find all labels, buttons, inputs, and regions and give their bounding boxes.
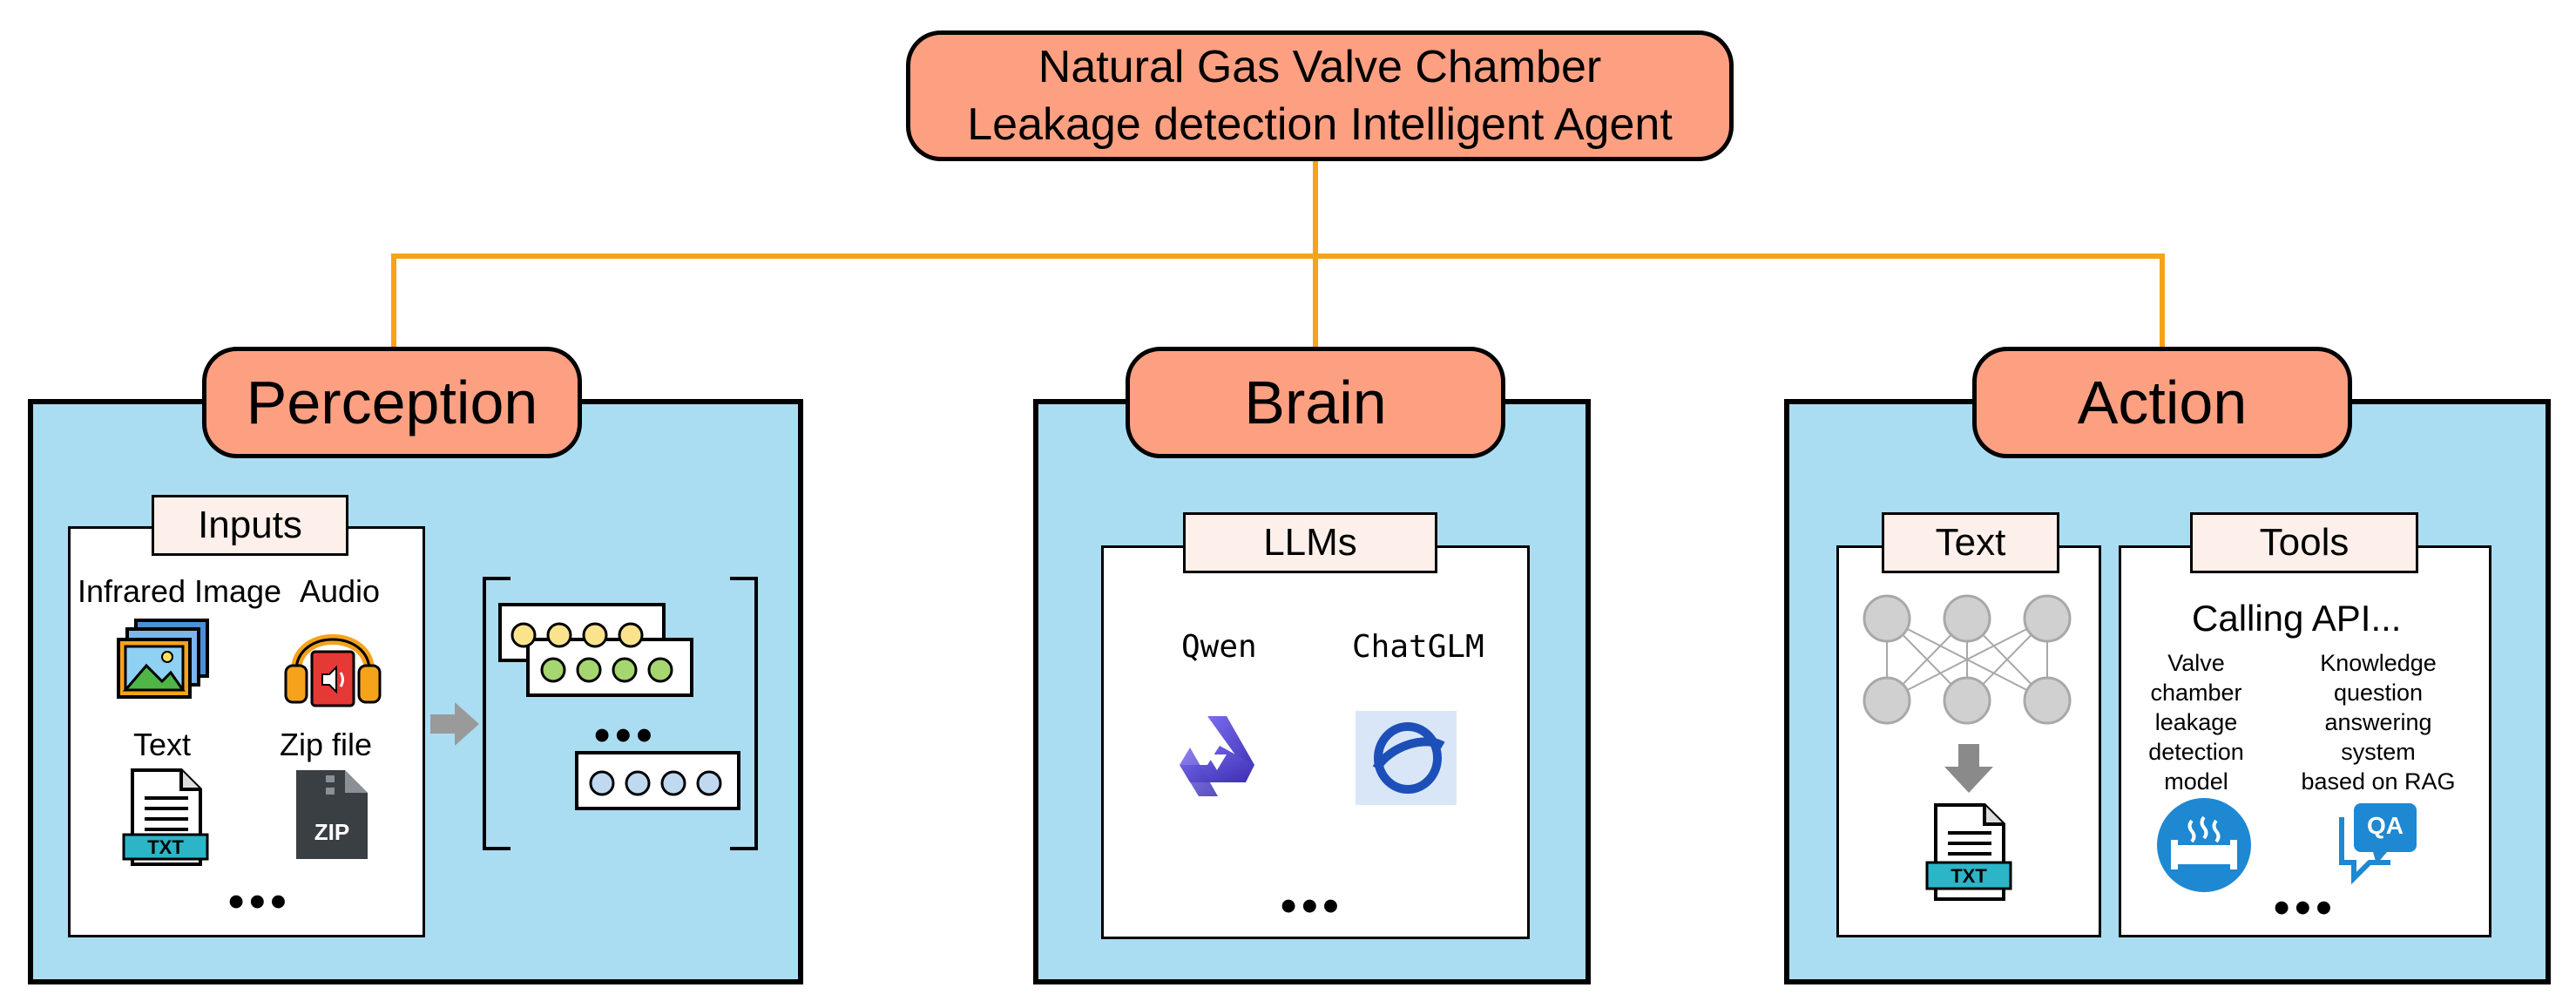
down-arrow-icon: [1944, 744, 1993, 797]
txt-output-badge-text: TXT: [1951, 865, 1987, 887]
valve-model-icon: [2155, 796, 2253, 898]
chatglm-label: ChatGLM: [1352, 629, 1484, 665]
inputs-tag: Inputs: [152, 495, 348, 556]
embedding-more-dots: •••: [594, 710, 658, 761]
zip-file-icon: ZIP: [293, 767, 371, 863]
tool1-line-2: chamber: [2150, 680, 2242, 706]
qa-badge-text: QA: [2367, 812, 2404, 839]
agent-title-box: Natural Gas Valve Chamber Leakage detect…: [906, 30, 1734, 161]
tool2-line-3: answering: [2324, 709, 2432, 735]
right-arrow-icon: [430, 702, 479, 750]
perception-heading: Perception: [202, 347, 582, 458]
txt-file-icon: TXT: [122, 767, 209, 868]
tool1-line-3: leakage: [2154, 709, 2238, 735]
agent-title-line2: Leakage detection Intelligent Agent: [967, 99, 1673, 150]
chatglm-logo-icon: [1356, 711, 1457, 809]
txt-badge-text: TXT: [147, 836, 184, 858]
inputs-card: [68, 526, 425, 937]
tool1-line-4: detection: [2148, 739, 2244, 765]
image-icon: [117, 617, 213, 708]
qwen-label: Qwen: [1181, 629, 1257, 665]
text-input-label: Text: [132, 727, 192, 762]
audio-label: Audio: [299, 573, 381, 609]
tool2-line-1: Knowledge: [2320, 650, 2437, 676]
llms-more-dots: •••: [1281, 881, 1344, 931]
neural-network-icon: [1861, 592, 2075, 731]
tool2-line-5: based on RAG: [2301, 768, 2456, 795]
tool2-line-4: system: [2341, 739, 2416, 765]
tool1-line-1: Valve: [2167, 650, 2225, 676]
llms-card: [1101, 545, 1530, 939]
agent-title-line1: Natural Gas Valve Chamber: [1038, 42, 1602, 92]
embedding-token-row-3: [589, 770, 728, 801]
txt-output-file-icon: TXT: [1925, 802, 2012, 903]
qa-chat-icon: QA: [2329, 800, 2420, 885]
calling-api-label: Calling API...: [2192, 598, 2402, 639]
embedding-token-row-2: [540, 657, 679, 687]
text-output-tag: Text: [1882, 512, 2059, 573]
tools-more-dots: •••: [2274, 883, 2337, 933]
tool2-line-2: question: [2333, 680, 2424, 706]
zip-file-label: Zip file: [279, 727, 373, 762]
embedding-token-row-1: [510, 622, 650, 653]
infrared-image-label: Infrared Image: [77, 573, 282, 609]
action-heading: Action: [1972, 347, 2352, 458]
tools-tag: Tools: [2190, 512, 2418, 573]
zip-badge-text: ZIP: [314, 819, 350, 845]
knowledge-qa-system-label: Knowledge question answering system base…: [2282, 648, 2474, 796]
tool1-line-5: model: [2164, 768, 2228, 795]
headphones-icon: [281, 613, 385, 714]
valve-detection-model-label: Valve chamber leakage detection model: [2134, 648, 2258, 796]
qwen-logo-icon: [1169, 711, 1265, 811]
inputs-more-dots: •••: [228, 876, 292, 927]
brain-heading: Brain: [1126, 347, 1505, 458]
llms-tag: LLMs: [1183, 512, 1437, 573]
